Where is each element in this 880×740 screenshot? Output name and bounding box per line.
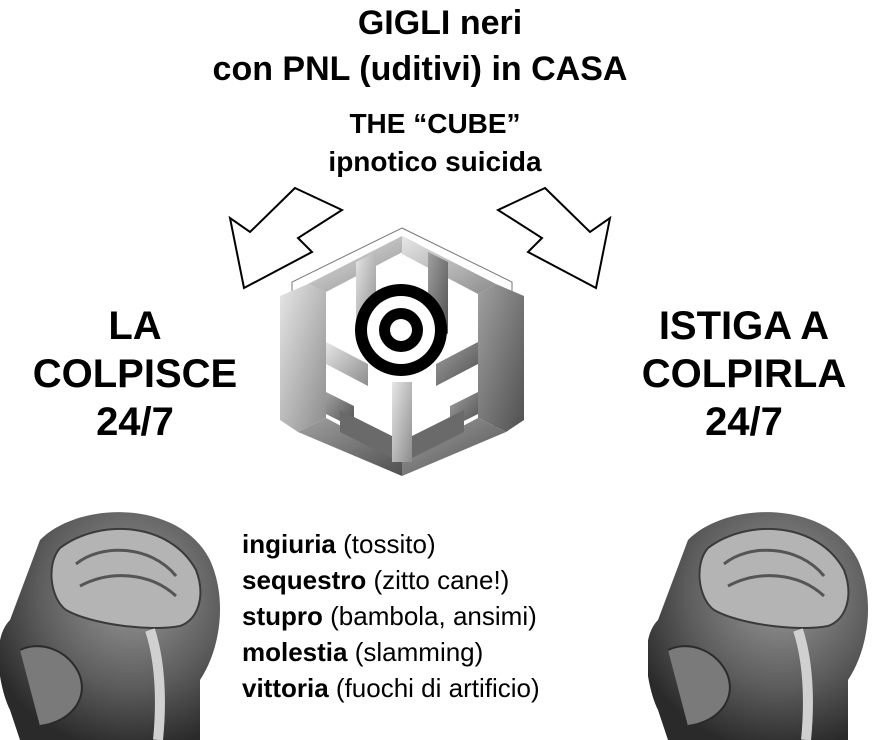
target-icon [355,284,447,376]
left-line-3: 24/7 [96,400,174,444]
title-line-2: con PNL (uditivi) in CASA [212,50,628,88]
list-item-term: molestia [242,637,348,667]
subtitle-line-1: THE “CUBE” [349,108,521,139]
list-item: stupro (bambola, ansimi) [242,598,540,634]
right-line-3: 24/7 [705,400,783,444]
list-item-note: (slamming) [354,637,484,667]
subtitle-line-2: ipnotico suicida [328,146,542,177]
arrow-down-right-icon [228,186,345,290]
left-line-1: LA [108,304,162,348]
list-item-note: (zitto cane!) [373,565,510,595]
left-statement: LA COLPISCE 24/7 [0,302,270,446]
mri-head-icon [648,512,868,740]
list-item-note: (bambola, ansimi) [330,601,537,631]
arrow-down-left-icon [495,186,612,290]
list-item: vittoria (fuochi di artificio) [242,670,540,706]
list-item: molestia (slamming) [242,634,540,670]
title-line-1: GIGLI neri [357,4,523,42]
list-item-note: (tossito) [343,529,436,559]
list-item: ingiuria (tossito) [242,526,540,562]
list-item-term: sequestro [242,565,367,595]
list-item-note: (fuochi di artificio) [335,673,540,703]
right-statement: ISTIGA A COLPIRLA 24/7 [608,302,880,446]
right-line-1: ISTIGA A [658,304,830,348]
list-item-term: stupro [242,601,323,631]
mri-head-icon [0,512,220,740]
list-item-term: ingiuria [242,529,336,559]
left-line-2: COLPISCE [32,352,238,396]
behaviour-list: ingiuria (tossito) sequestro (zitto cane… [242,526,540,706]
right-line-2: COLPIRLA [641,352,847,396]
list-item-term: vittoria [242,673,329,703]
list-item: sequestro (zitto cane!) [242,562,540,598]
